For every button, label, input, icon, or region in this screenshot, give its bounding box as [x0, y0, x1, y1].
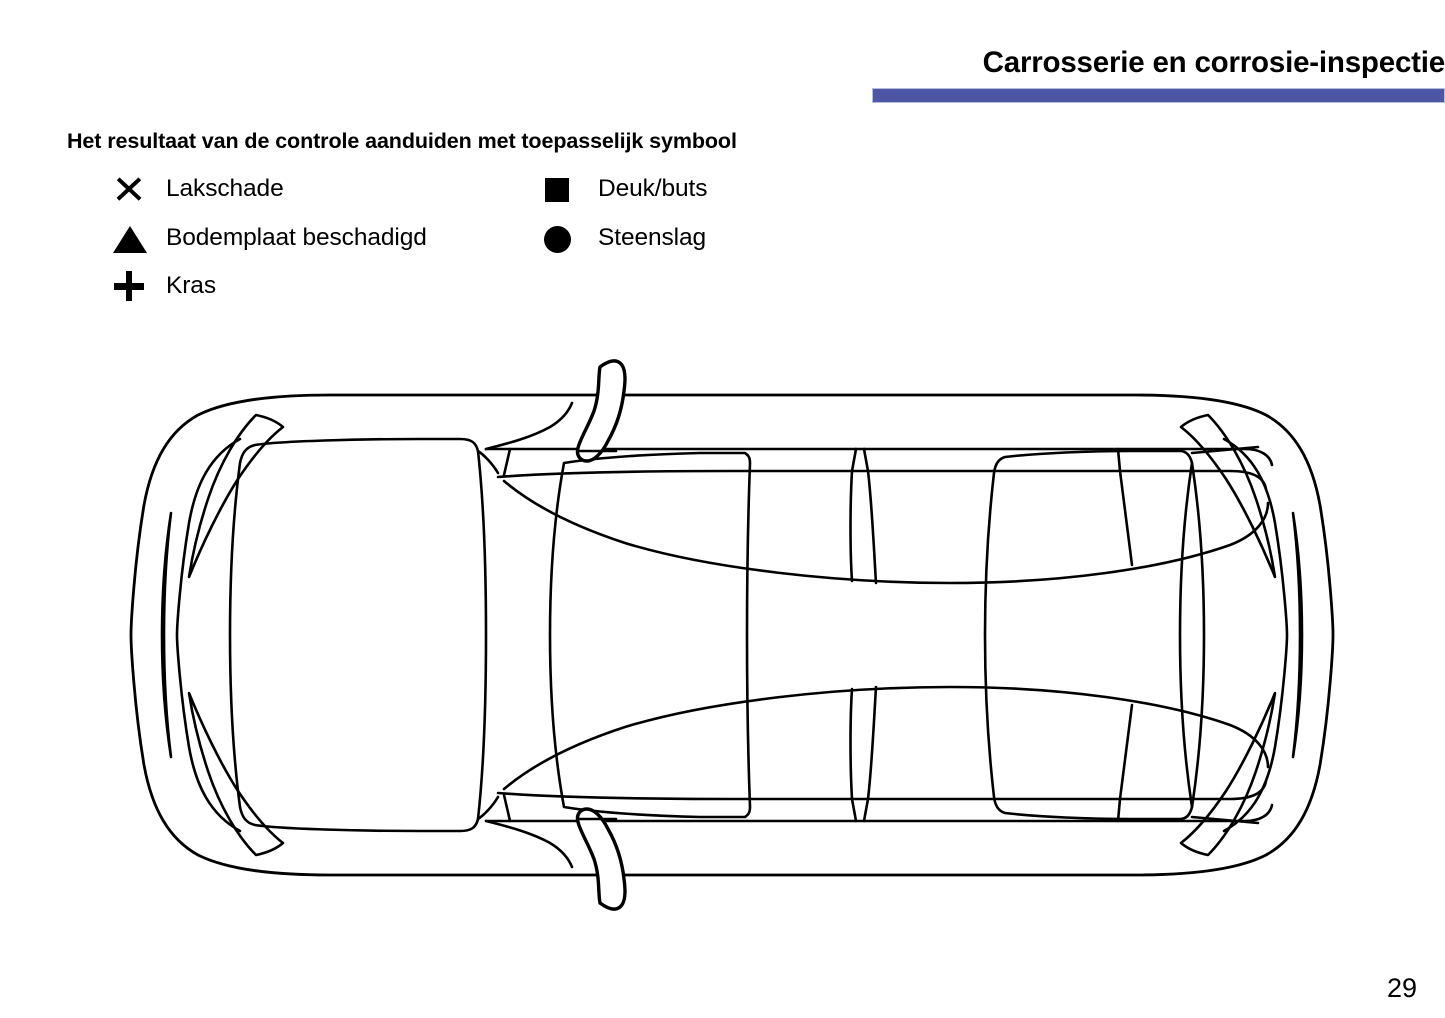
page-number: 29 — [1386, 973, 1417, 1003]
title-accent-rule — [872, 88, 1445, 103]
right-taillight — [1179, 691, 1277, 857]
front-bumper-inner — [175, 437, 242, 833]
legend-label-deuk-buts: Deuk/buts — [598, 175, 708, 202]
rear-side-marker — [1291, 511, 1304, 759]
legend-column-right: Deuk/buts Steenslag — [542, 171, 862, 268]
plus-icon — [110, 268, 150, 308]
legend-label-steenslag: Steenslag — [598, 223, 707, 251]
front-side-marker — [160, 511, 173, 759]
legend-label-lakschade: Lakschade — [166, 175, 284, 202]
left-headlight — [187, 413, 285, 579]
left-taillight — [1179, 413, 1277, 579]
lower-a-pillar — [502, 793, 512, 823]
rear-window — [983, 449, 1194, 821]
body-outline — [129, 393, 1335, 877]
trunk-lid — [1190, 461, 1206, 809]
legend-label-kras: Kras — [166, 272, 216, 299]
lower-side-glass-sweep — [502, 685, 1270, 791]
upper-front-fender-junction — [476, 449, 500, 475]
page-header: Carrosserie en corrosie-inspectie — [872, 46, 1445, 104]
legend-item-steenslag: Steenslag — [542, 220, 862, 269]
cross-x-icon — [110, 171, 150, 211]
upper-b-pillar-a — [849, 447, 858, 583]
upper-side-glass-sweep — [502, 479, 1270, 585]
upper-rocker-inner — [496, 469, 1268, 491]
page-title: Carrosserie en corrosie-inspectie — [982, 46, 1445, 79]
car-top-view-inspection-diagram[interactable] — [80, 355, 1385, 915]
lower-b-pillar-b — [862, 685, 878, 823]
upper-b-pillar-b — [862, 447, 878, 585]
left-mirror — [575, 359, 627, 463]
roof-bottom-edge — [484, 819, 574, 869]
square-icon — [542, 171, 582, 211]
triangle-icon — [110, 220, 150, 260]
legend-item-deuk-buts: Deuk/buts — [542, 171, 862, 220]
lower-rocker-inner — [496, 779, 1268, 801]
car-outline-svg — [129, 359, 1335, 911]
circle-icon — [542, 220, 582, 260]
lower-front-fender-junction — [476, 795, 500, 821]
legend-column-left: Lakschade Bodemplaat beschadigd Kras — [110, 171, 530, 317]
legend-item-kras: Kras — [110, 268, 530, 317]
right-mirror — [575, 807, 627, 911]
instruction-text: Het resultaat van de controle aanduiden … — [67, 129, 737, 153]
right-headlight — [187, 691, 285, 857]
upper-c-pillar — [1116, 447, 1134, 567]
lower-c-pillar — [1116, 703, 1134, 823]
lower-rocker-outer — [484, 803, 1274, 823]
hood — [228, 437, 488, 833]
roof-top-edge — [484, 401, 574, 451]
upper-rocker-outer — [484, 447, 1274, 467]
upper-a-pillar — [502, 447, 512, 477]
windshield — [548, 451, 752, 819]
legend-label-bodemplaat: Bodemplaat beschadigd — [166, 223, 427, 251]
legend-item-lakschade: Lakschade — [110, 171, 530, 220]
legend-item-bodemplaat: Bodemplaat beschadigd — [110, 220, 530, 269]
lower-b-pillar-a — [849, 687, 858, 823]
symbol-legend: Lakschade Bodemplaat beschadigd Kras — [110, 171, 870, 311]
